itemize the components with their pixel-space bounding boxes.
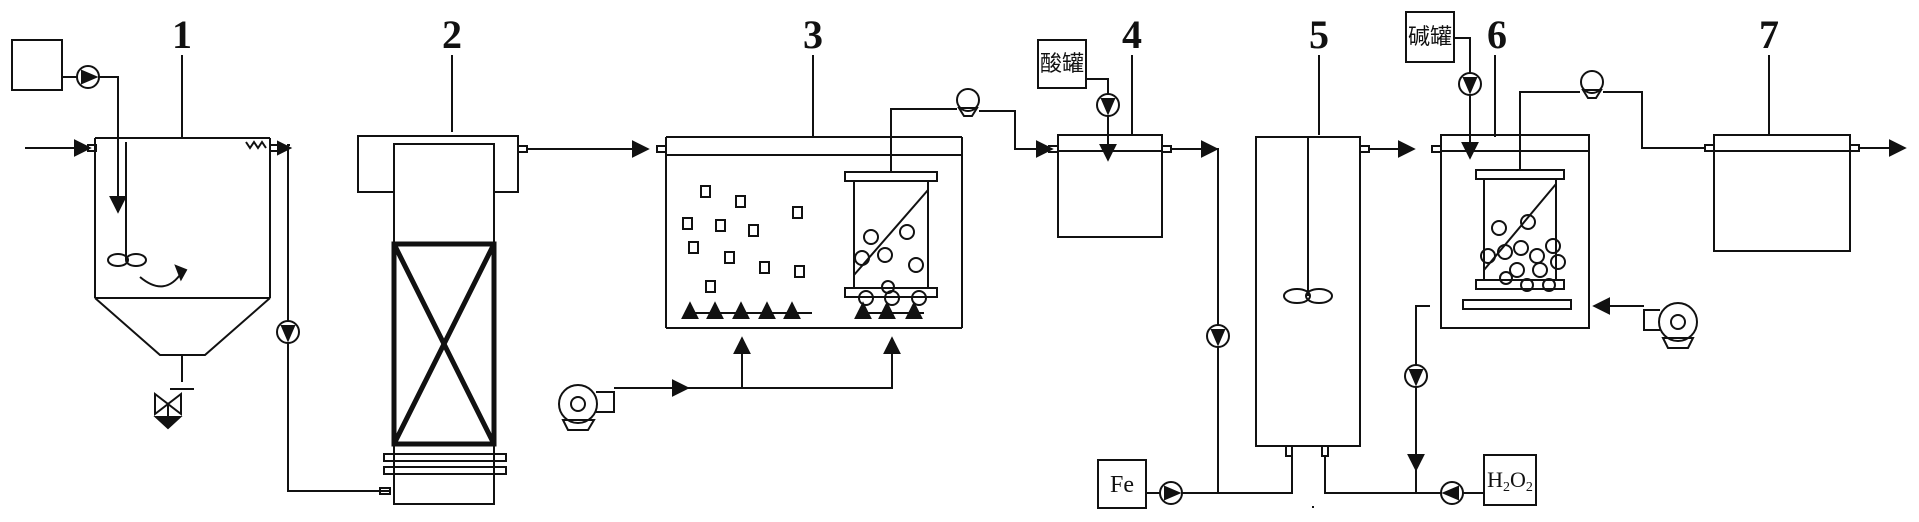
tank-7	[1713, 134, 1851, 252]
acid-tank-label: 酸罐	[1040, 52, 1084, 77]
membrane-module-3-icon	[844, 171, 938, 306]
suction-pump-3-icon	[956, 88, 980, 117]
alkali-tank-label: 碱罐	[1408, 25, 1452, 50]
blower-3-icon	[558, 384, 615, 431]
tank-1	[94, 137, 271, 382]
h2o2-transfer-pump-icon	[1404, 364, 1428, 388]
mixer-1-icon	[107, 142, 188, 288]
stage-number-4: 4	[1122, 12, 1142, 57]
aerator-diffusers-icon	[681, 301, 924, 320]
overflow-weir-icon	[245, 140, 267, 150]
stage-number-1: 1	[172, 12, 192, 57]
iron-label: Fe	[1110, 472, 1134, 498]
drain-valve-icon	[153, 388, 194, 430]
h2o2-pump-icon	[1440, 481, 1464, 505]
stage-number-6: 6	[1487, 12, 1507, 57]
transfer-pump-1-icon	[276, 320, 300, 344]
h2o2-label: H2O2	[1487, 467, 1533, 495]
acid-dosing-pump-icon	[1096, 93, 1120, 117]
tank-3	[665, 136, 963, 329]
iron-dosing-pump-icon	[1159, 481, 1183, 505]
membrane-module-6-icon	[1475, 169, 1566, 292]
stage-number-2: 2	[442, 12, 462, 57]
mixer-5-icon	[1283, 137, 1333, 304]
transfer-pump-4-icon	[1206, 324, 1230, 348]
blower-6-icon	[1643, 302, 1698, 349]
distribution-pipes-icon	[383, 453, 507, 475]
acid-tank-box	[1037, 39, 1087, 89]
alkali-dosing-pump-icon	[1458, 72, 1482, 96]
number-leader-lines	[181, 55, 1770, 138]
suction-pump-6-icon	[1580, 70, 1604, 99]
dosing-box	[11, 39, 63, 91]
stage-number-5: 5	[1309, 12, 1329, 57]
tank-6	[1440, 134, 1590, 329]
carrier-media-icon	[682, 185, 805, 293]
tank-4	[1057, 134, 1163, 238]
stage-numbers: 1 2 3 4 5 6 7	[172, 12, 1779, 57]
stage-number-7: 7	[1759, 12, 1779, 57]
dosing-pump-icon	[76, 65, 100, 89]
packing-bed-icon	[391, 241, 497, 447]
stage-number-3: 3	[803, 12, 823, 57]
